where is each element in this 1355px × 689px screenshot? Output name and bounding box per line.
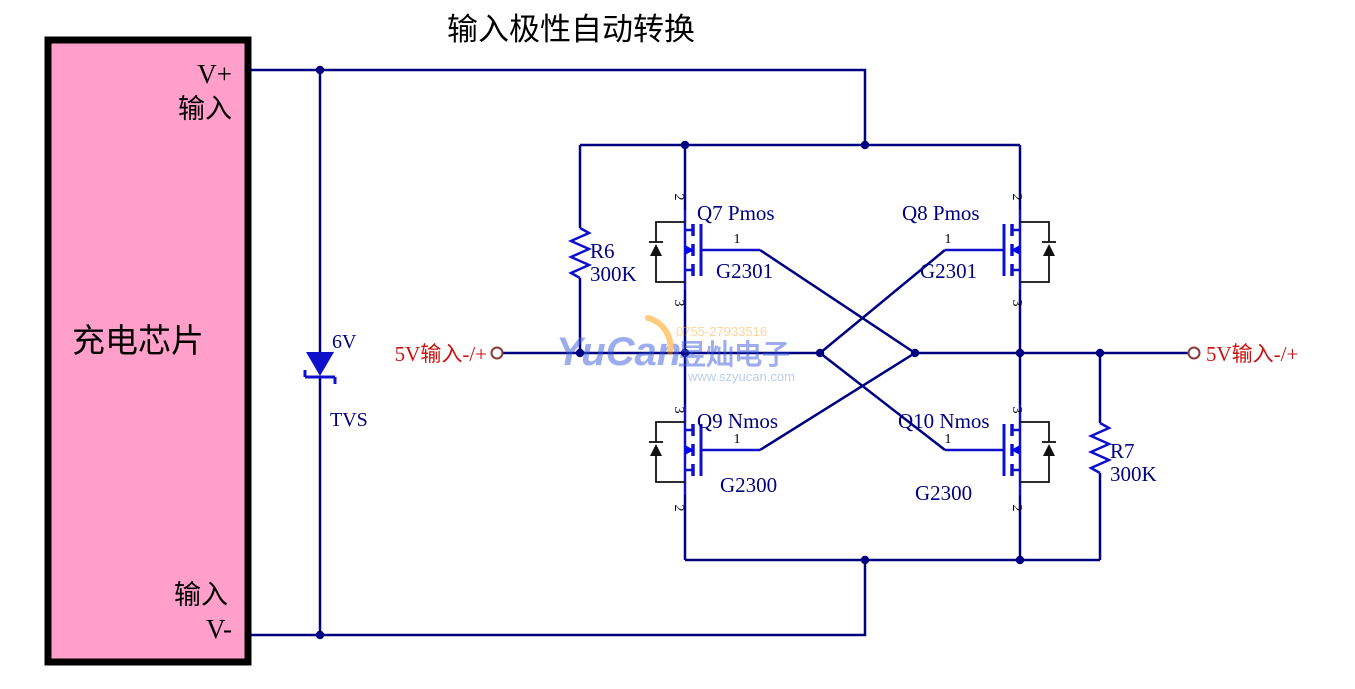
body-diode-icon [649,421,685,483]
wire-gate-q8 [819,249,946,354]
mosfet-arrow-icon [1011,445,1020,455]
q10-part-label: G2300 [915,481,972,505]
resistor-zigzag-icon [1087,421,1113,475]
wires [248,68,1188,637]
wire-bottom-feed [248,560,867,637]
mosfet-arrow-icon [685,445,694,455]
r6-value-label: 300K [590,262,637,286]
tvs-diode: 6V TVS [303,331,368,431]
q8-pin-gate: 1 [945,232,952,247]
watermark-swoosh-icon [645,315,674,355]
chip-label-top: 输入 [178,94,232,124]
resistor-r6: R6 300K [567,226,637,286]
watermark: YuCan 0755-27933516 昱灿电子 www.szyucan.com [556,315,795,384]
watermark-company: 昱灿电子 [678,339,790,370]
chip-label-bottom: 输入 [174,580,228,610]
terminal-right-pad [1187,346,1201,360]
r7-ref-label: R7 [1110,439,1135,463]
wire-gate-q9 [759,351,916,452]
tvs-voltage-label: 6V [332,331,357,353]
q7-ref-label: Q7 Pmos [697,201,775,225]
terminal-left: 5V输入-/+ [395,342,504,366]
q9-ref-label: Q9 Nmos [697,409,778,433]
q7-part-label: G2301 [716,259,773,283]
q8-pin-bottom: 3 [1009,300,1024,307]
chip-body [44,36,252,666]
terminal-right-label: 5V输入-/+ [1206,342,1298,366]
wire-gate-q7 [759,248,916,355]
body-diode-icon [649,221,685,283]
watermark-website: www.szyucan.com [687,369,795,384]
resistor-zigzag-icon [567,226,593,280]
mosfet-q8: Q8 Pmos G2301 2 1 3 [902,194,1056,307]
mosfet-arrow-icon [685,245,694,255]
chip-name: 充电芯片 [72,323,204,360]
wire-gate-q10 [819,352,946,451]
q10-pin-gate: 1 [945,432,952,447]
tvs-bar-icon [303,370,337,384]
q9-part-label: G2300 [720,473,777,497]
mosfet-q7: Q7 Pmos G2301 2 1 3 [649,194,775,307]
r7-value-label: 300K [1110,462,1157,486]
q9-pin-bottom: 2 [671,505,686,512]
terminal-left-label: 5V输入-/+ [395,342,487,366]
terminal-right: 5V输入-/+ [1187,342,1298,366]
q10-pin-bottom: 2 [1009,505,1024,512]
watermark-phone: 0755-27933516 [676,324,767,339]
q7-pin-top: 2 [671,194,686,201]
body-diode-icon [1020,421,1056,483]
r6-ref-label: R6 [590,239,615,263]
page-title: 输入极性自动转换 [447,12,695,47]
chip-block: V+ 输入 充电芯片 输入 V- [44,36,252,666]
q7-pin-gate: 1 [734,232,741,247]
q8-ref-label: Q8 Pmos [902,201,980,225]
mosfet-arrow-icon [1011,245,1020,255]
wire-top-feed [248,68,867,145]
chip-pin-bottom: V- [206,614,232,644]
mosfet-q9: Q9 Nmos G2300 3 1 2 [649,405,778,512]
q10-pin-top: 3 [1009,407,1024,414]
mosfet-q10: Q10 Nmos G2300 3 1 2 [898,405,1056,512]
junction-dots [315,65,1105,640]
watermark-brand: YuCan [556,330,681,374]
q8-part-label: G2301 [920,259,977,283]
terminal-left-pad [490,346,504,360]
tvs-triangle-icon [306,352,334,376]
q10-ref-label: Q10 Nmos [898,409,990,433]
tvs-label: TVS [330,409,368,431]
resistor-r7: R7 300K [1087,421,1157,486]
q8-pin-top: 2 [1009,194,1024,201]
q9-pin-gate: 1 [734,432,741,447]
q9-pin-top: 3 [671,407,686,414]
q7-pin-bottom: 3 [671,300,686,307]
body-diode-icon [1020,221,1056,283]
chip-pin-top: V+ [197,59,232,89]
